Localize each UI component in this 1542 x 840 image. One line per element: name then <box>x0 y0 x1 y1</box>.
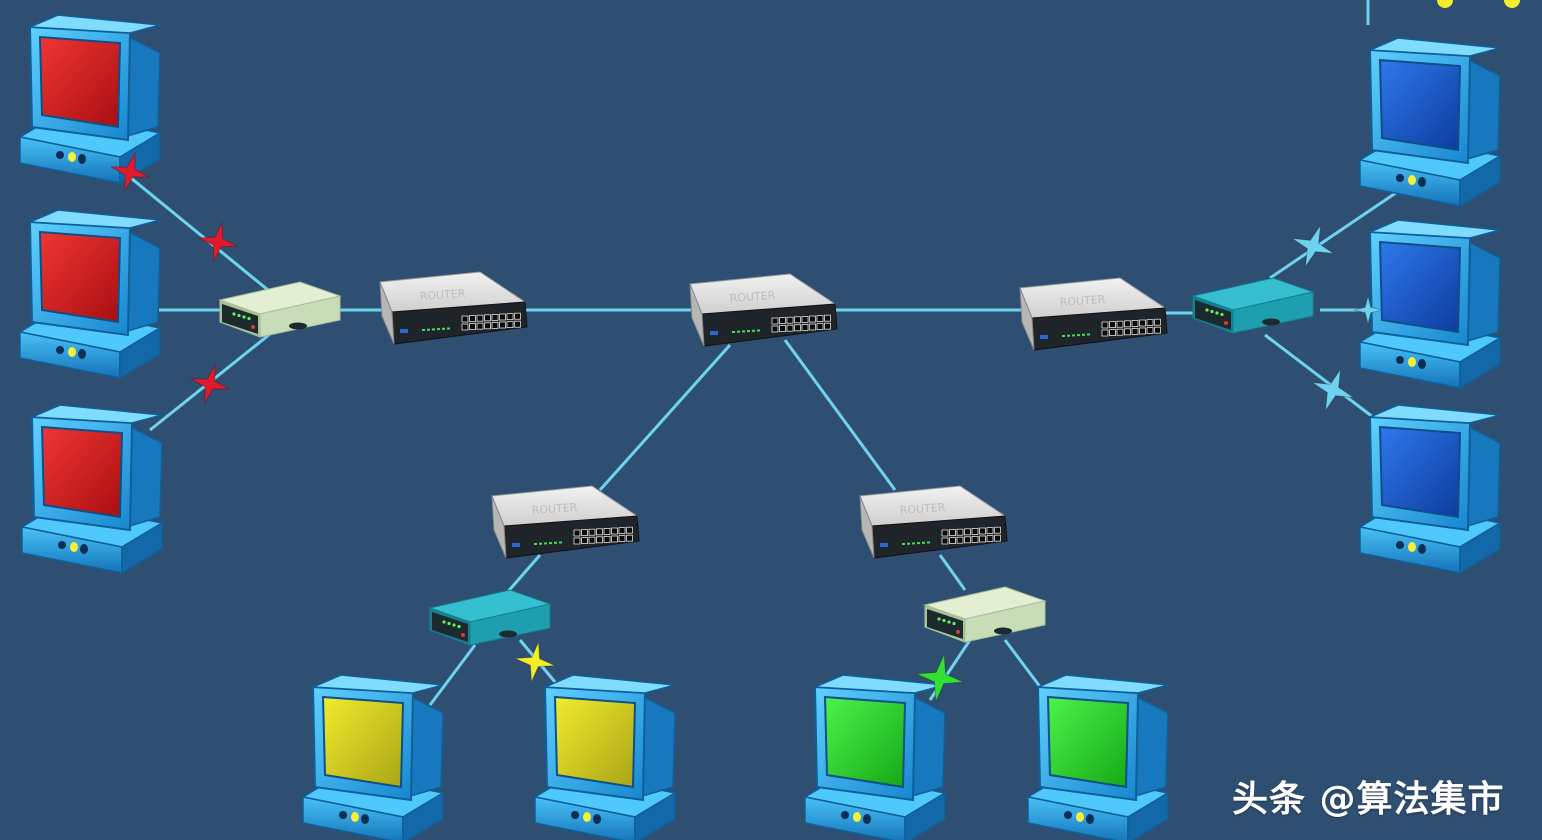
red-packet-2 <box>198 222 238 262</box>
switch-blue-group <box>1191 277 1315 334</box>
cable-yellow-switch-pc1 <box>428 644 477 706</box>
blue-computer-3 <box>1357 404 1503 575</box>
router-bottom-right: ROUTER <box>859 485 1008 559</box>
switch-yellow-group <box>428 589 552 646</box>
cable-router-bl-switch <box>503 554 542 596</box>
router-label: ROUTER <box>729 289 776 305</box>
red-computer-3 <box>19 404 165 575</box>
router-bottom-left: ROUTER <box>491 485 640 559</box>
cable-router-br-switch <box>938 554 967 591</box>
screen <box>38 230 122 324</box>
screen <box>38 35 122 129</box>
yellow-computer-1 <box>300 674 446 840</box>
router-label: ROUTER <box>1059 293 1106 309</box>
router-left: ROUTER <box>379 271 528 345</box>
cables <box>114 0 1413 706</box>
red-computer-2 <box>17 209 163 380</box>
red-computer-1 <box>17 14 163 185</box>
router-center: ROUTER <box>689 273 838 347</box>
red-packet-3 <box>190 364 230 404</box>
router-right: ROUTER <box>1019 277 1168 351</box>
screen <box>1378 58 1462 152</box>
blue-packet-3 <box>1312 369 1354 411</box>
screen <box>321 695 405 789</box>
cable-center-router-bottom-left <box>598 343 732 492</box>
yellow-packet <box>515 642 555 682</box>
green-computer-1 <box>802 674 948 840</box>
blue-computer-1 <box>1357 37 1503 208</box>
switch-red-group <box>218 281 342 338</box>
cable-red-pc1-switch <box>114 163 269 292</box>
screen <box>553 695 637 789</box>
blue-packet-1 <box>1292 225 1334 267</box>
green-packet <box>916 654 964 702</box>
switch-green-group <box>923 586 1047 643</box>
yellow-computer-2 <box>532 674 678 840</box>
screen <box>1046 695 1130 789</box>
green-computer-2 <box>1025 674 1171 840</box>
blue-packet-2 <box>1353 295 1383 325</box>
blue-computer-2 <box>1357 219 1503 390</box>
screen <box>823 695 907 789</box>
watermark-text: 头条 @算法集市 <box>1232 779 1505 820</box>
screen <box>1378 425 1462 519</box>
router-label: ROUTER <box>419 287 466 303</box>
cable-center-router-bottom-right <box>783 339 897 491</box>
screen <box>40 425 124 519</box>
cable-switch-blue-pc1 <box>1269 180 1413 280</box>
screen <box>1378 240 1462 334</box>
router-label: ROUTER <box>531 501 578 517</box>
red-packet-1 <box>110 152 150 192</box>
top-right-partial-dots <box>1437 0 1520 8</box>
cable-switch-blue-pc3 <box>1264 333 1391 432</box>
router-label: ROUTER <box>899 501 946 517</box>
